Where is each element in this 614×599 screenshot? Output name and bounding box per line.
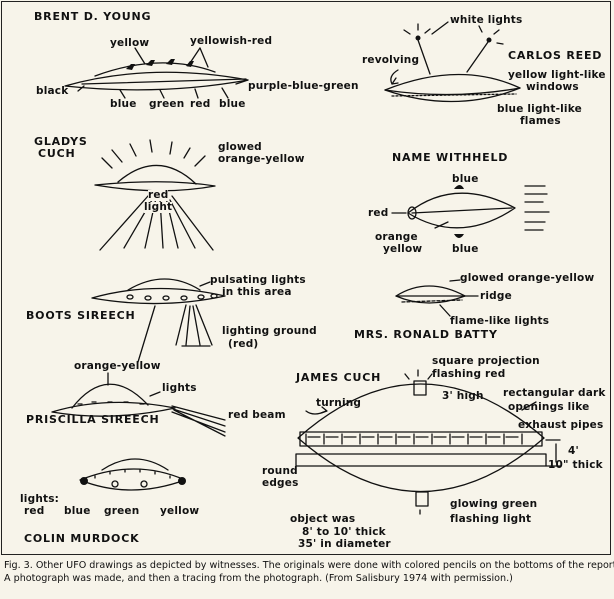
james-glow-2: flashing light	[450, 513, 532, 525]
carlos-revolving: revolving	[362, 54, 420, 66]
brent-yellowish-red: yellowish-red	[190, 35, 273, 47]
james-saucer	[295, 369, 561, 515]
figure-caption: Fig. 3. Other UFO drawings as depicted b…	[4, 559, 614, 585]
carlos-yellow-1: yellow light-like	[508, 69, 606, 81]
brent-saucer	[64, 47, 249, 99]
batty-flame: flame-like lights	[450, 315, 550, 327]
withheld-orange-2: yellow	[383, 243, 423, 255]
boots-ground-2: (red)	[228, 338, 259, 350]
james-obj-3: 35' in diameter	[298, 538, 391, 550]
colin-yellow: yellow	[160, 505, 200, 517]
gladys-saucer	[94, 139, 216, 251]
boots-saucer	[91, 278, 226, 363]
batty-name: MRS. RONALD BATTY	[354, 328, 498, 341]
colin-lights: lights:	[20, 493, 60, 505]
gladys-glowed-1: glowed	[218, 141, 262, 153]
gladys-name-2: CUCH	[38, 147, 76, 160]
james-four: 4'	[568, 445, 579, 457]
priscilla-saucer	[51, 372, 226, 437]
gladys-red-2: light	[144, 201, 173, 213]
james-rect-3: exhaust pipes	[518, 419, 604, 431]
brent-yellow: yellow	[110, 37, 150, 49]
boots-pulsating-2: in this area	[222, 286, 292, 298]
carlos-blue-2: flames	[520, 115, 561, 127]
brent-red: red	[190, 98, 211, 110]
brent-blue-1: blue	[110, 98, 137, 110]
colin-name: COLIN MURDOCK	[24, 532, 140, 545]
carlos-yellow-2: windows	[526, 81, 579, 93]
withheld-blue-top: blue	[452, 173, 479, 185]
withheld-orange-1: orange	[375, 231, 418, 243]
withheld-name: NAME WITHHELD	[392, 151, 509, 164]
james-obj-2: 8' to 10' thick	[302, 526, 386, 538]
james-high: 3' high	[442, 390, 484, 402]
batty-ridge: ridge	[480, 290, 512, 302]
colin-saucer	[79, 458, 186, 491]
priscilla-orange: orange-yellow	[74, 360, 161, 372]
colin-blue: blue	[64, 505, 91, 517]
withheld-blue-bottom: blue	[452, 243, 479, 255]
boots-name: BOOTS SIREECH	[26, 309, 136, 322]
carlos-blue-1: blue light-like	[497, 103, 582, 115]
priscilla-beam: red beam	[228, 409, 286, 421]
james-turning: turning	[316, 397, 362, 409]
batty-glowed: glowed orange-yellow	[460, 272, 595, 284]
colin-green: green	[104, 505, 140, 517]
james-rect-1: rectangular dark	[503, 387, 606, 399]
priscilla-name: PRISCILLA SIREECH	[26, 413, 160, 426]
boots-ground-1: lighting ground	[222, 325, 317, 337]
caption-line-2: A photograph was made, and then a tracin…	[4, 573, 513, 584]
ufo-drawings	[51, 21, 561, 515]
caption-line-1: Fig. 3. Other UFO drawings as depicted b…	[4, 560, 614, 571]
brent-green: green	[149, 98, 185, 110]
carlos-white-lights: white lights	[450, 14, 523, 26]
brent-name: BRENT D. YOUNG	[34, 10, 152, 23]
figure-frame	[1, 1, 611, 555]
james-glow-1: glowing green	[450, 498, 538, 510]
james-square-2: flashing red	[432, 368, 506, 380]
batty-saucer	[395, 279, 479, 317]
james-round-2: edges	[262, 477, 299, 489]
brent-black: black	[36, 85, 69, 97]
brent-blue-2: blue	[219, 98, 246, 110]
james-square-1: square projection	[432, 355, 540, 367]
boots-pulsating-1: pulsating lights	[210, 274, 306, 286]
withheld-saucer	[391, 185, 550, 238]
james-name: JAMES CUCH	[296, 371, 382, 384]
gladys-name-1: GLADYS	[34, 135, 88, 148]
james-rect-2: openings like	[508, 401, 590, 413]
james-obj-1: object was	[290, 513, 356, 525]
gladys-glowed-2: orange-yellow	[218, 153, 305, 165]
gladys-red-1: red	[148, 189, 169, 201]
james-round-1: round	[262, 465, 298, 477]
withheld-red: red	[368, 207, 389, 219]
colin-red: red	[24, 505, 45, 517]
james-thick: 10" thick	[548, 459, 603, 471]
brent-purple-blue-green: purple-blue-green	[248, 80, 359, 92]
carlos-name: CARLOS REED	[508, 49, 603, 62]
priscilla-lights: lights	[162, 382, 197, 394]
carlos-saucer	[384, 21, 521, 103]
